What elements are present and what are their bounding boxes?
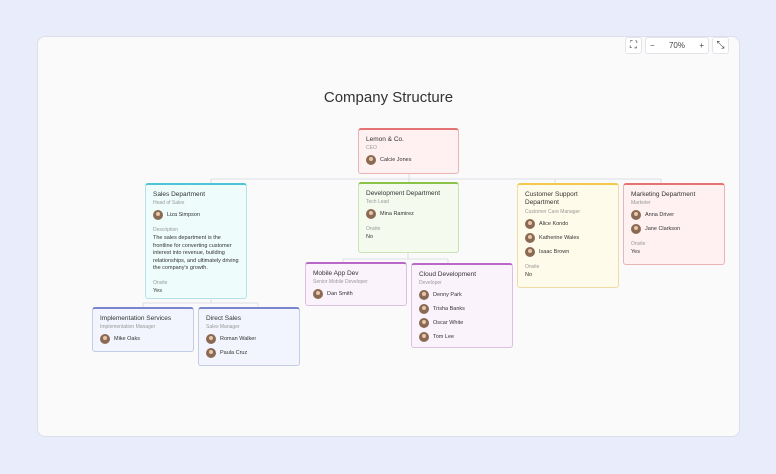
person-name: Paula Cruz — [220, 350, 248, 357]
node-name: Direct Sales — [206, 315, 242, 322]
person-name: Dan Smith — [327, 291, 353, 298]
avatar — [525, 232, 535, 243]
node-name: Lemon & Co. — [366, 136, 404, 143]
node-implementation-services[interactable]: Implementation Services Implementation M… — [92, 307, 194, 352]
field-value: Yes — [153, 287, 162, 294]
person-name: Katherine Wales — [539, 234, 580, 241]
node-role: Senior Mobile Developer — [313, 279, 368, 286]
fit-screen-icon: ⛶ — [630, 40, 637, 51]
node-role: Tech Lead — [366, 199, 390, 206]
avatar — [206, 334, 216, 345]
field-value: No — [366, 234, 374, 241]
chart-toolbar: ⛶ − 70% + ⤡ — [625, 37, 729, 54]
person-name: Anna Driver — [645, 212, 675, 219]
node-name: Customer Support Department — [525, 191, 578, 207]
node-role: CEO — [366, 145, 377, 152]
collapse-icon: ⤡ — [716, 40, 725, 51]
node-cloud-development[interactable]: Cloud Development Developer Denny Park T… — [411, 263, 513, 348]
person-row: Calcie Jones — [366, 155, 451, 166]
node-role: Marketer — [631, 200, 651, 207]
node-name: Implementation Services — [100, 315, 172, 322]
person-row: Anna Driver — [631, 210, 717, 221]
person-row: Mina Ramirez — [366, 209, 451, 220]
avatar — [313, 289, 323, 300]
node-mobile-app-dev[interactable]: Mobile App Dev Senior Mobile Developer D… — [305, 262, 407, 306]
node-name: Development Department — [366, 190, 441, 197]
connector-lines — [142, 174, 662, 308]
avatar — [525, 246, 535, 257]
field-value: No — [525, 271, 533, 278]
node-direct-sales[interactable]: Direct Sales Sales Manager Roman Walker … — [198, 307, 300, 366]
node-marketing-department[interactable]: Marketing Department Marketer Anna Drive… — [623, 183, 725, 265]
avatar — [100, 334, 110, 345]
person-name: Isaac Brown — [539, 248, 570, 255]
collapse-button[interactable]: ⤡ — [712, 37, 729, 54]
person-row: Tom Lee — [419, 332, 505, 343]
node-role: Customer Care Manager — [525, 208, 581, 215]
org-chart-canvas[interactable]: ⛶ − 70% + ⤡ Company Structure Lemon & Co… — [37, 36, 740, 437]
node-role: Head of Sales — [153, 200, 185, 207]
field-label: Onsite — [153, 279, 168, 286]
zoom-level: 70% — [668, 41, 685, 50]
zoom-control: − 70% + — [645, 37, 709, 54]
avatar — [206, 348, 216, 359]
person-name: Liza Simpson — [167, 212, 201, 219]
person-row: Liza Simpson — [153, 210, 239, 221]
node-sales-department[interactable]: Sales Department Head of Sales Liza Simp… — [145, 183, 247, 299]
person-row: Jane Clarkson — [631, 224, 717, 235]
person-row: Dan Smith — [313, 289, 399, 300]
person-name: Calcie Jones — [380, 157, 412, 164]
zoom-out-button[interactable]: − — [650, 41, 655, 50]
person-row: Trisha Banks — [419, 304, 505, 315]
person-row: Katherine Wales — [525, 232, 611, 243]
avatar — [631, 224, 641, 235]
field-label: Description — [153, 227, 179, 234]
zoom-in-button[interactable]: + — [699, 41, 704, 50]
node-development-department[interactable]: Development Department Tech Lead Mina Ra… — [358, 182, 459, 253]
page-title: Company Structure — [323, 89, 454, 106]
node-role: Sales Manager — [206, 324, 240, 331]
node-name: Cloud Development — [419, 271, 477, 278]
avatar — [419, 290, 429, 301]
avatar — [419, 332, 429, 343]
avatar — [419, 318, 429, 329]
avatar — [419, 304, 429, 315]
avatar — [366, 155, 376, 166]
person-name: Roman Walker — [220, 336, 257, 343]
node-lemon-co[interactable]: Lemon & Co. CEO Calcie Jones — [358, 128, 459, 174]
person-name: Oscar White — [433, 320, 464, 327]
node-customer-support-department[interactable]: Customer Support Department Customer Car… — [517, 183, 619, 288]
node-role: Implementation Manager — [100, 324, 156, 331]
person-name: Trisha Banks — [433, 306, 465, 313]
field-label: Onsite — [631, 241, 646, 248]
person-name: Jane Clarkson — [645, 226, 681, 233]
field-value: Yes — [631, 249, 640, 256]
person-row: Isaac Brown — [525, 246, 611, 257]
field-label: Onsite — [366, 226, 381, 233]
person-name: Mina Ramirez — [380, 211, 414, 218]
person-name: Tom Lee — [433, 334, 455, 341]
node-name: Marketing Department — [631, 191, 696, 198]
fit-screen-button[interactable]: ⛶ — [625, 37, 642, 54]
person-name: Denny Park — [433, 292, 462, 299]
node-name: Mobile App Dev — [313, 270, 359, 277]
node-name: Sales Department — [153, 191, 206, 198]
avatar — [631, 210, 641, 221]
avatar — [366, 209, 376, 220]
person-name: Alice Kondo — [539, 220, 569, 227]
person-row: Roman Walker — [206, 334, 292, 345]
person-row: Denny Park — [419, 290, 505, 301]
avatar — [153, 210, 163, 221]
person-row: Alice Kondo — [525, 218, 611, 229]
person-row: Mike Oaks — [100, 334, 186, 345]
person-row: Oscar White — [419, 318, 505, 329]
avatar — [525, 218, 535, 229]
person-name: Mike Oaks — [114, 336, 140, 343]
field-value: The sales department is the frontline fo… — [153, 235, 239, 272]
field-label: Onsite — [525, 263, 540, 270]
node-role: Developer — [419, 280, 442, 287]
person-row: Paula Cruz — [206, 348, 292, 359]
